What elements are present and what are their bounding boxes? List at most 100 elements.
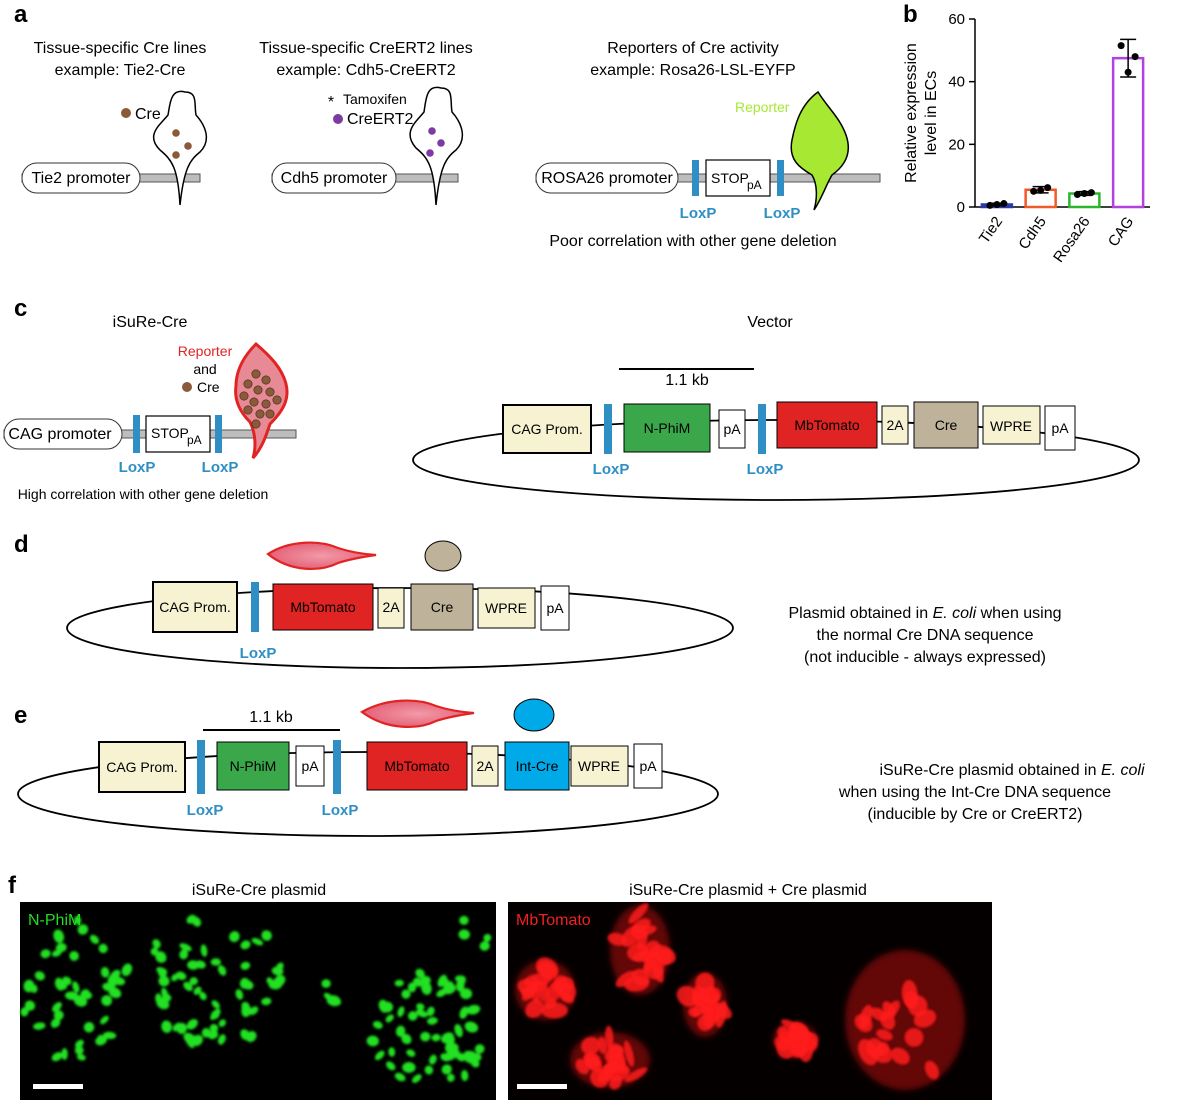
e-loxp-label-2: LoxP [322,802,359,819]
e-description-line3: (inducible by Cre or CreERT2) [868,806,1083,823]
vector-mbtomato-label: MbTomato [794,417,860,433]
e-kb-label: 1.1 kb [249,709,293,726]
data-point [1073,190,1081,198]
a2-tamoxifen-label: Tamoxifen [343,91,407,107]
reporter-and-cre-protein [234,341,289,460]
panel-f-label: f [8,872,17,899]
c-title: iSuRe-Cre [113,314,188,331]
d-cre-label: Cre [431,599,454,615]
x-tick-label: Cdh5 [1015,214,1049,253]
y-tick-label: 60 [948,11,965,28]
loxp-site [604,404,612,454]
d-description-line1: Plasmid obtained in E. coli when using [788,605,1061,622]
cdh5-promoter-label: Cdh5 promoter [281,170,388,187]
loxp-site [197,740,205,794]
c-loxp-label-1: LoxP [119,459,156,476]
x-tick-label: Rosa26 [1050,214,1094,266]
a3-caption: Poor correlation with other gene deletio… [549,233,836,250]
panel-a: a Tissue-specific Cre lines example: Tie… [14,1,881,250]
stop-cassette [145,415,211,453]
e-description-line1: iSuRe-Cre plasmid obtained in E. coli [879,762,1144,779]
d-loxp-label: LoxP [240,645,277,662]
creert2-dot [426,149,434,157]
vector-kb-label: 1.1 kb [665,372,709,389]
vector-mbtomato-box [776,401,878,449]
c-reporter-label: Reporter [178,343,233,359]
panel-e: e 1.1 kb CAG Prom. N-PhiM pA MbTomato 2A… [14,698,1145,837]
e-wpre-label: WPRE [578,758,620,774]
vector-loxp-label-1: LoxP [593,461,630,478]
rosa26-promoter-label: ROSA26 promoter [541,170,673,187]
e-pa-label-2: pA [639,758,657,774]
data-point [1087,189,1095,197]
vector-pa-box [1044,405,1076,451]
panel-e-label: e [14,702,27,729]
creert2-dot [437,139,445,147]
e-nphim-label: N-PhiM [230,758,277,774]
f-channel-right: MbTomato [516,912,591,929]
e-int-cre-label: Int-Cre [516,758,559,774]
cag-promoter-label: CAG promoter [8,426,112,443]
e-int-cre-box [504,741,570,791]
panel-a-label: a [14,1,28,28]
panel-c: c iSuRe-Cre Reporter and Cre CAG promote… [3,295,1140,502]
cre-dot-legend [121,108,131,118]
e-2a-label: 2A [476,758,494,774]
d-pa-label: pA [546,600,564,616]
tie2-promoter-label: Tie2 promoter [32,170,132,187]
c-loxp-label-2: LoxP [202,459,239,476]
vector-loxp-label-2: LoxP [747,461,784,478]
data-point [1037,186,1045,194]
e-cag-box [98,741,186,793]
a3-title-line1: Reporters of Cre activity [607,40,779,57]
data-point [1131,53,1139,61]
stop-label: STOP [711,170,749,186]
a2-creert2-label: CreERT2 [347,111,413,128]
e-mbtomato-box [366,741,468,791]
d-pa-box [540,585,570,631]
vector-cre-box [913,401,979,449]
loxp-site [333,740,341,794]
c-stop-label: STOP [151,425,189,441]
cdh5-promoter [271,162,397,194]
cre-dot [172,151,180,159]
d-description-line3: (not inducible - always expressed) [804,649,1046,666]
vector-backbone [412,419,1140,501]
d-cag-label: CAG Prom. [159,599,231,615]
d-2a-label: 2A [382,599,400,615]
a3-reporter-label: Reporter [735,99,790,115]
data-point [1124,68,1132,76]
d-mbtomato-box [272,583,374,631]
scale-bar [517,1084,567,1089]
a2-protein-shape [409,86,464,206]
e-wpre-box [570,745,629,787]
rosa26-promoter [535,162,679,194]
vector-nphim-box [623,403,711,453]
c-and-label: and [193,361,216,377]
data-point [1000,200,1008,208]
c-stop-pa-label: pA [187,433,202,447]
e-description-line2: when using the Int-Cre DNA sequence [838,784,1111,801]
int-cre-protein-icon [513,698,555,732]
a3-title-line2: example: Rosa26-LSL-EYFP [590,62,795,79]
x-tick-label: CAG [1105,214,1138,250]
tie2-promoter [21,162,141,194]
d-cre-box [410,583,474,631]
data-point [993,200,1001,208]
bar-cag [1111,56,1145,209]
panel-d-label: d [14,531,29,558]
vector-2a-box [881,405,909,445]
scale-bar [33,1084,83,1089]
red-membrane-signal [515,903,965,1090]
y-tick-label: 20 [948,136,965,153]
y-tick-label: 0 [957,199,965,216]
vector-2a-label: 2A [886,417,904,433]
c-caption: High correlation with other gene deletio… [18,486,269,502]
d-cag-box [152,581,238,633]
panel-b-label: b [903,1,918,28]
a1-title-line1: Tissue-specific Cre lines [34,40,207,57]
data-point [1080,190,1088,198]
stop-pa-label: pA [747,178,762,192]
